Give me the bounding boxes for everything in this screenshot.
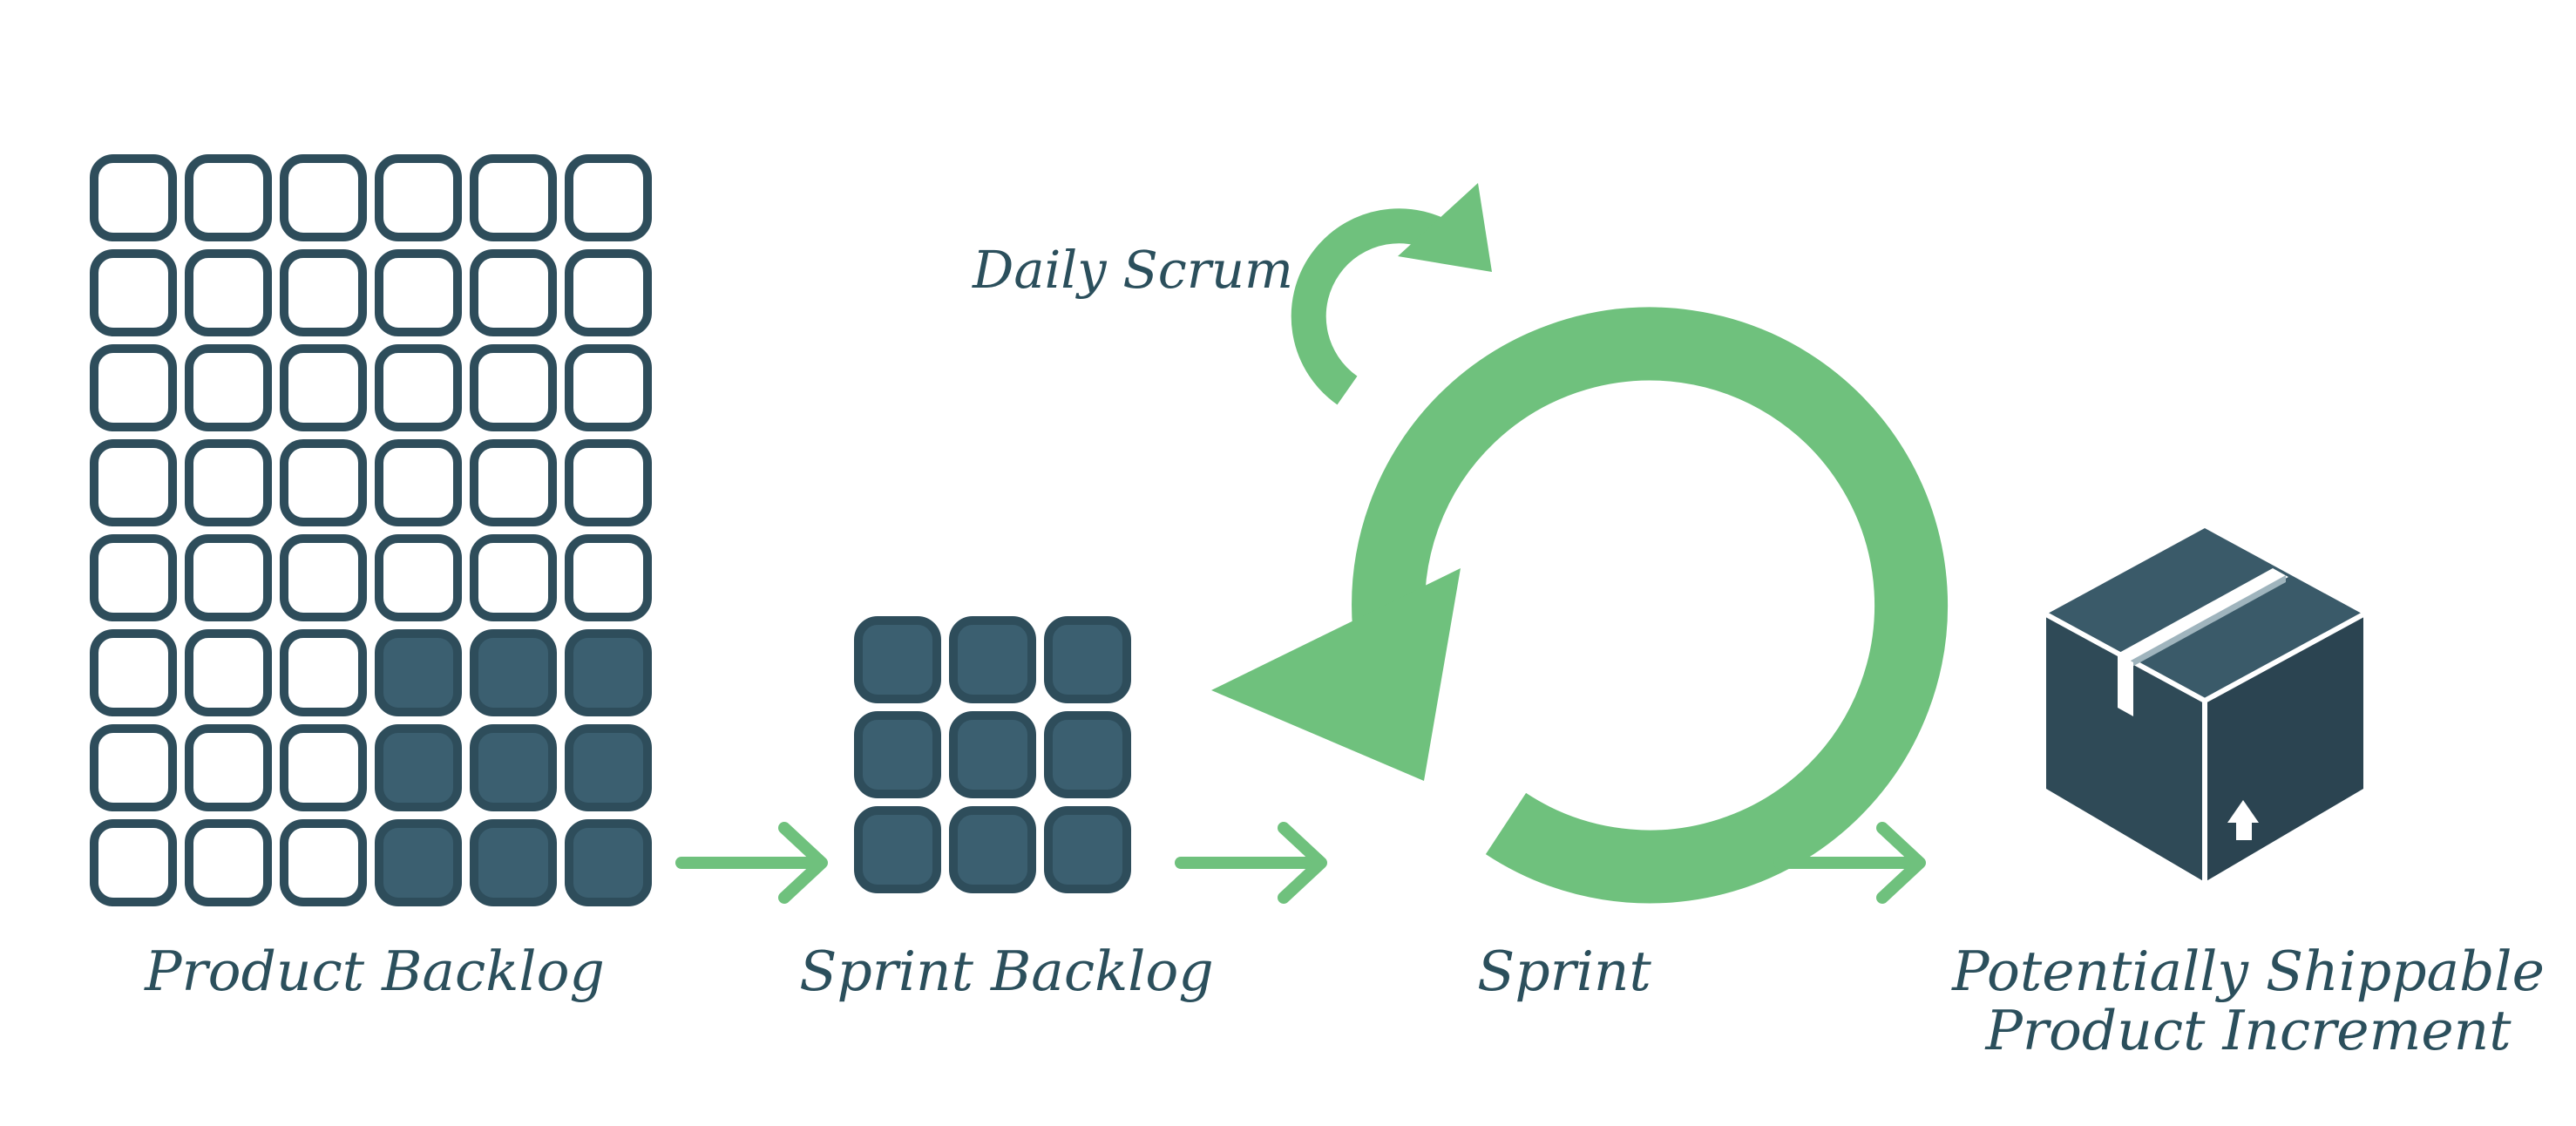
cycle-arrow-icon: [1211, 307, 1949, 904]
product-backlog-item-empty: [185, 154, 272, 241]
sprint-label: Sprint: [1477, 939, 1651, 1003]
product-backlog-item-empty: [470, 249, 557, 336]
sprint-backlog-item-filled: [854, 616, 941, 703]
product-backlog-item-empty: [90, 629, 177, 716]
product-backlog-label: Product Backlog: [144, 939, 605, 1003]
product-backlog-item-empty: [375, 249, 462, 336]
product-backlog-item-empty: [280, 534, 367, 621]
product-backlog-item-empty: [90, 439, 177, 526]
product-backlog-item-empty: [280, 629, 367, 716]
product-backlog-item-empty: [185, 724, 272, 811]
arrow-right-icon: [1175, 822, 1327, 904]
product-backlog-item-empty: [185, 344, 272, 431]
sprint-backlog-item-filled: [1044, 616, 1131, 703]
product-backlog-item-empty: [470, 154, 557, 241]
product-backlog-item-filled: [375, 724, 462, 811]
product-backlog-item-empty: [185, 439, 272, 526]
product-backlog-item-empty: [90, 819, 177, 906]
sprint-backlog-item-filled: [854, 711, 941, 798]
product-backlog-item-empty: [565, 154, 652, 241]
product-backlog-item-filled: [470, 819, 557, 906]
product-backlog-item-filled: [375, 819, 462, 906]
product-backlog-item-empty: [280, 439, 367, 526]
product-backlog-item-empty: [375, 344, 462, 431]
arrow-right-icon: [675, 822, 828, 904]
product-backlog-item-empty: [565, 534, 652, 621]
sprint-backlog-item-filled: [949, 616, 1036, 703]
product-backlog-item-empty: [375, 439, 462, 526]
product-backlog-item-empty: [375, 154, 462, 241]
product-backlog-item-empty: [90, 344, 177, 431]
arrow-right-icon: [1773, 822, 1926, 904]
product-backlog-item-empty: [470, 534, 557, 621]
daily-scrum-label: Daily Scrum: [972, 240, 1293, 300]
product-backlog-item-empty: [90, 154, 177, 241]
product-backlog-item-filled: [565, 629, 652, 716]
sprint-backlog-item-filled: [1044, 806, 1131, 893]
sprint-backlog-item-filled: [949, 806, 1036, 893]
increment-label-line1: Potentially Shippable: [1951, 939, 2545, 1003]
product-backlog-item-empty: [185, 249, 272, 336]
product-backlog-grid: [90, 154, 652, 906]
product-backlog-item-empty: [185, 819, 272, 906]
product-backlog-item-empty: [565, 344, 652, 431]
sprint-backlog-item-filled: [949, 711, 1036, 798]
product-backlog-item-empty: [280, 724, 367, 811]
product-backlog-item-empty: [90, 724, 177, 811]
product-backlog-item-filled: [565, 819, 652, 906]
product-backlog-item-empty: [90, 249, 177, 336]
product-backlog-item-empty: [90, 534, 177, 621]
product-backlog-item-empty: [470, 344, 557, 431]
sprint-backlog-grid: [854, 616, 1131, 893]
sprint-backlog-label: Sprint Backlog: [799, 939, 1213, 1003]
sprint-backlog-item-filled: [1044, 711, 1131, 798]
product-backlog-item-empty: [280, 819, 367, 906]
product-backlog-item-empty: [280, 154, 367, 241]
product-backlog-item-filled: [470, 724, 557, 811]
daily-loop-arrow-icon: [1291, 183, 1492, 405]
product-backlog-item-filled: [565, 724, 652, 811]
product-backlog-item-filled: [470, 629, 557, 716]
product-backlog-item-empty: [375, 534, 462, 621]
product-backlog-item-empty: [470, 439, 557, 526]
sprint-backlog-item-filled: [854, 806, 941, 893]
product-backlog-item-empty: [280, 249, 367, 336]
product-backlog-item-empty: [185, 629, 272, 716]
product-backlog-item-empty: [565, 249, 652, 336]
shipping-box-icon: [2044, 528, 2365, 882]
product-backlog-item-empty: [185, 534, 272, 621]
product-backlog-item-empty: [565, 439, 652, 526]
increment-label-line2: Product Increment: [1984, 999, 2512, 1062]
product-backlog-item-filled: [375, 629, 462, 716]
product-backlog-item-empty: [280, 344, 367, 431]
